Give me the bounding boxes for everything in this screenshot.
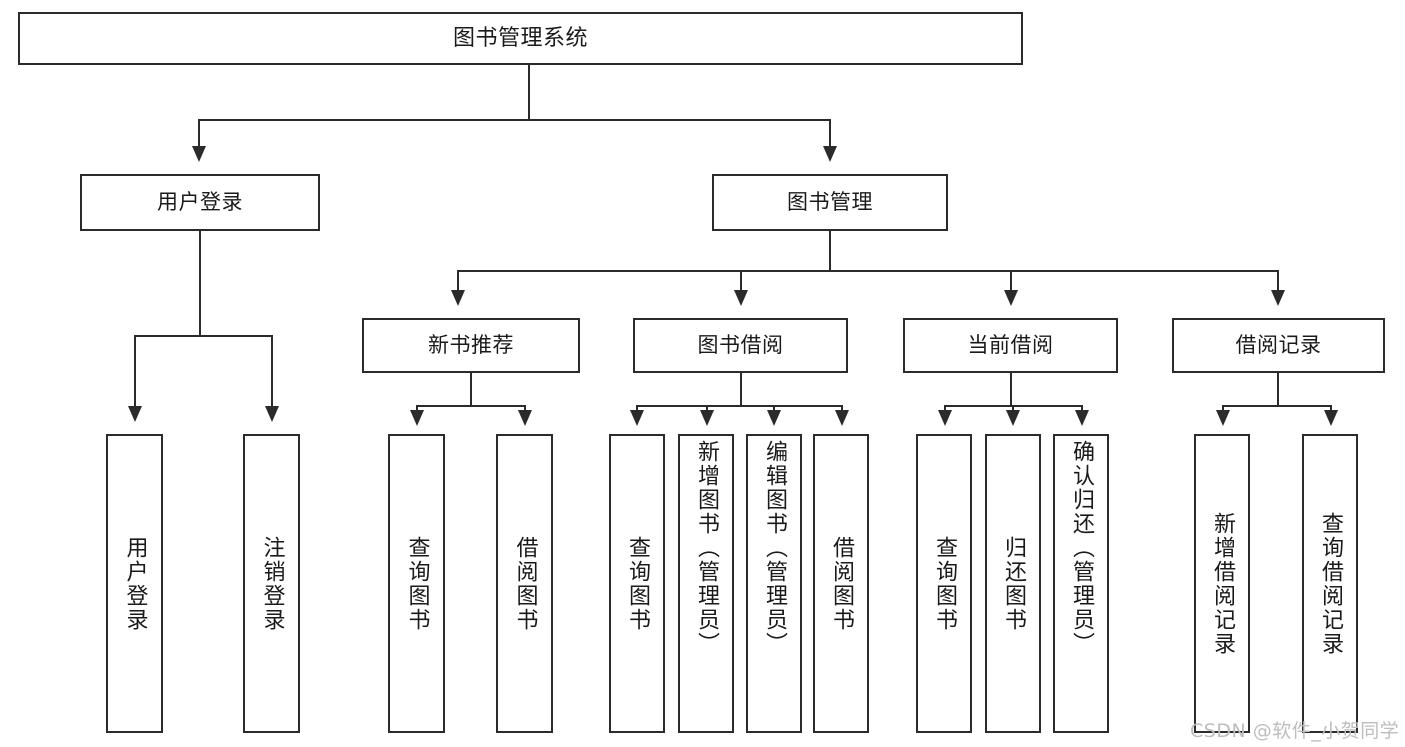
node-label: 借阅记录 bbox=[1235, 333, 1322, 358]
node-label: 编辑图书（管理员） bbox=[762, 440, 787, 656]
leaf-user-login[interactable]: 用户登录 bbox=[106, 434, 163, 733]
connector-book-borrow-drop-4 bbox=[841, 405, 843, 413]
connector-book-borrow-drop-1 bbox=[636, 405, 638, 413]
node-label: 用户登录 bbox=[122, 535, 148, 632]
connector-root-stem bbox=[528, 65, 530, 120]
arrow-to-borrow-record bbox=[1271, 290, 1285, 306]
node-book-borrow[interactable]: 图书借阅 bbox=[633, 318, 848, 373]
node-label: 图书管理 bbox=[787, 190, 873, 215]
connector-borrow-record-stem bbox=[1277, 373, 1279, 406]
node-root-book-management-system[interactable]: 图书管理系统 bbox=[18, 12, 1023, 65]
node-borrow-record[interactable]: 借阅记录 bbox=[1172, 318, 1385, 373]
connector-borrow-record-bus bbox=[1222, 405, 1332, 407]
connector-level2-drop-4 bbox=[1277, 270, 1279, 292]
leaf-query-book-recommend[interactable]: 查询图书 bbox=[388, 434, 445, 733]
node-current-borrow[interactable]: 当前借阅 bbox=[903, 318, 1118, 373]
watermark: CSDN @软件_小贺同学 bbox=[1190, 720, 1400, 742]
leaf-confirm-return-admin[interactable]: 确认归还（管理员） bbox=[1053, 434, 1109, 733]
node-book-management[interactable]: 图书管理 bbox=[712, 174, 948, 231]
connector-book-management-stem bbox=[829, 231, 831, 271]
arrow-to-leaf-add-book bbox=[700, 410, 714, 426]
arrow-to-leaf-query-book-3 bbox=[938, 410, 952, 426]
connector-level2-drop-2 bbox=[740, 270, 742, 292]
arrow-to-user-login bbox=[192, 146, 206, 162]
connector-book-borrow-drop-3 bbox=[773, 405, 775, 413]
node-label: 图书借阅 bbox=[697, 333, 784, 358]
node-label: 查询图书 bbox=[625, 535, 650, 632]
node-label: 查询图书 bbox=[404, 535, 430, 632]
connector-level1-drop-right bbox=[829, 119, 831, 149]
connector-level2-drop-1 bbox=[457, 270, 459, 292]
arrow-to-book-management bbox=[823, 146, 837, 162]
node-user-login[interactable]: 用户登录 bbox=[80, 174, 320, 231]
connector-new-book-drop-2 bbox=[524, 405, 526, 413]
arrow-to-leaf-borrow-book-1 bbox=[518, 410, 532, 426]
node-label: 查询借阅记录 bbox=[1318, 511, 1343, 656]
node-label: 用户登录 bbox=[157, 190, 243, 215]
connector-current-borrow-drop-1 bbox=[944, 405, 946, 413]
connector-level1-bus bbox=[198, 119, 830, 121]
arrow-to-book-borrow bbox=[734, 290, 748, 306]
arrow-to-leaf-query-book-2 bbox=[630, 410, 644, 426]
connector-current-borrow-stem bbox=[1010, 373, 1012, 406]
connector-current-borrow-drop-3 bbox=[1081, 405, 1083, 413]
arrow-to-leaf-logout bbox=[265, 406, 279, 422]
arrow-to-leaf-edit-book bbox=[767, 410, 781, 426]
leaf-return-book[interactable]: 归还图书 bbox=[985, 434, 1041, 733]
node-label: 当前借阅 bbox=[967, 333, 1054, 358]
arrow-to-leaf-query-book-1 bbox=[410, 410, 424, 426]
leaf-logout[interactable]: 注销登录 bbox=[243, 434, 300, 733]
node-label: 借阅图书 bbox=[829, 535, 854, 632]
connector-new-book-drop-1 bbox=[416, 405, 418, 413]
leaf-add-borrow-record[interactable]: 新增借阅记录 bbox=[1194, 434, 1250, 733]
node-label: 新增图书（管理员） bbox=[694, 440, 719, 656]
node-label: 图书管理系统 bbox=[452, 25, 588, 51]
leaf-add-book-admin[interactable]: 新增图书（管理员） bbox=[678, 434, 734, 733]
connector-book-borrow-bus bbox=[636, 405, 843, 407]
connector-new-book-stem bbox=[470, 373, 472, 406]
connector-book-borrow-drop-2 bbox=[706, 405, 708, 413]
leaf-borrow-book-recommend[interactable]: 借阅图书 bbox=[496, 434, 553, 733]
connector-level1-drop-left bbox=[198, 119, 200, 149]
connector-borrow-record-drop-2 bbox=[1330, 405, 1332, 413]
leaf-edit-book-admin[interactable]: 编辑图书（管理员） bbox=[746, 434, 802, 733]
connector-level2-bus bbox=[457, 270, 1278, 272]
node-label: 查询图书 bbox=[932, 535, 957, 632]
node-label: 新书推荐 bbox=[428, 333, 514, 358]
leaf-query-book-current[interactable]: 查询图书 bbox=[916, 434, 972, 733]
connector-user-login-drop-2 bbox=[271, 335, 273, 410]
node-label: 确认归还（管理员） bbox=[1069, 440, 1094, 656]
connector-new-book-bus bbox=[416, 405, 526, 407]
arrow-to-leaf-query-borrow-record bbox=[1324, 410, 1338, 426]
connector-current-borrow-drop-2 bbox=[1012, 405, 1014, 413]
node-label: 归还图书 bbox=[1001, 535, 1026, 632]
node-label: 新增借阅记录 bbox=[1210, 511, 1235, 656]
connector-user-login-drop-1 bbox=[134, 335, 136, 410]
leaf-query-book-borrow[interactable]: 查询图书 bbox=[609, 434, 665, 733]
connector-book-borrow-stem bbox=[740, 373, 742, 406]
connector-borrow-record-drop-1 bbox=[1222, 405, 1224, 413]
node-label: 借阅图书 bbox=[512, 535, 538, 632]
arrow-to-leaf-add-borrow-record bbox=[1216, 410, 1230, 426]
arrow-to-leaf-user-login bbox=[128, 406, 142, 422]
arrow-to-new-book-recommend bbox=[451, 290, 465, 306]
leaf-borrow-book-borrow[interactable]: 借阅图书 bbox=[813, 434, 869, 733]
arrow-to-leaf-confirm-return bbox=[1075, 410, 1089, 426]
node-label: 注销登录 bbox=[259, 535, 285, 632]
connector-user-login-stem bbox=[199, 231, 201, 336]
node-new-book-recommend[interactable]: 新书推荐 bbox=[362, 318, 580, 373]
leaf-query-borrow-record[interactable]: 查询借阅记录 bbox=[1302, 434, 1358, 733]
connector-user-login-bus bbox=[134, 335, 273, 337]
arrow-to-leaf-borrow-book-2 bbox=[835, 410, 849, 426]
arrow-to-current-borrow bbox=[1004, 290, 1018, 306]
arrow-to-leaf-return-book bbox=[1006, 410, 1020, 426]
connector-level2-drop-3 bbox=[1010, 270, 1012, 292]
